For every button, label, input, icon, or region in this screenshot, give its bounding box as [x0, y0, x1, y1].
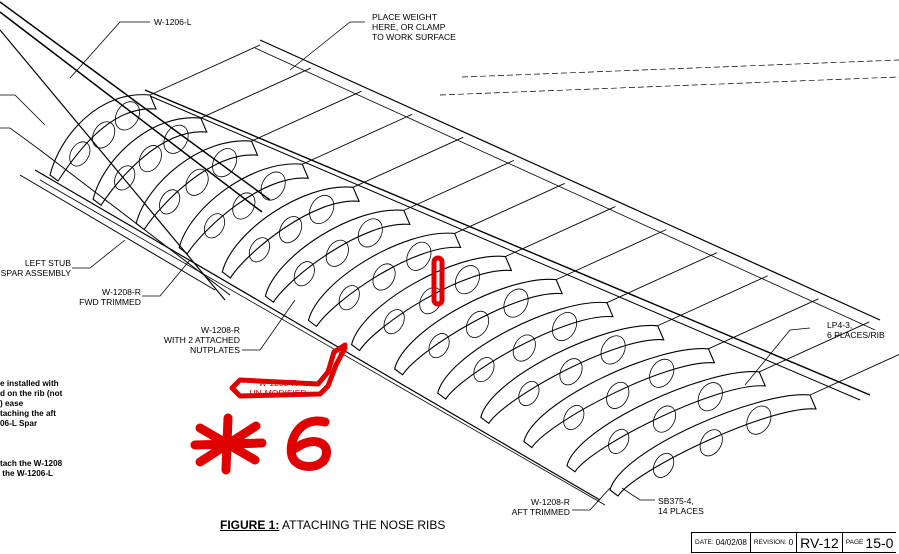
label-w1208r-unmodified: W-1208-R UN-MODIFIED: [249, 378, 307, 398]
lightening-hole: [697, 382, 723, 412]
label-place-weight: PLACE WEIGHT HERE, OR CLAMP TO WORK SURF…: [372, 12, 456, 42]
rib-aft-web: [352, 136, 464, 188]
lightening-hole: [746, 405, 772, 435]
label-w1208r-fwd: W-1208-R FWD TRIMMED: [79, 287, 141, 307]
lightening-hole: [338, 285, 360, 311]
lightening-hole: [518, 380, 540, 407]
rib-aft-web: [606, 252, 718, 304]
rib-aft-web: [809, 354, 899, 396]
lightening-hole: [159, 189, 181, 215]
model-value: RV-12: [800, 534, 839, 551]
page-value: 15-0: [865, 534, 894, 551]
rib-aft-web: [200, 67, 311, 119]
lightening-hole: [92, 121, 116, 149]
side-note-2: tach the W-1208 the W-1206-L: [0, 459, 63, 478]
lightening-hole: [503, 288, 529, 318]
lightening-hole: [114, 165, 136, 191]
nose-rib: [350, 255, 513, 352]
revision-value: 0: [788, 538, 794, 547]
nose-rib: [178, 163, 310, 255]
lightening-hole: [652, 405, 677, 433]
rib-aft-web: [403, 159, 515, 211]
lightening-hole: [279, 216, 303, 244]
lightening-hole: [372, 263, 396, 291]
lightening-hole: [473, 357, 495, 383]
revision-cell: REVISION:0: [749, 533, 797, 553]
date-cell: DATE:04/02/08: [691, 533, 750, 553]
lightening-hole: [552, 312, 578, 342]
rib-aft-web: [505, 206, 616, 257]
lightening-hole: [325, 239, 349, 267]
label-w1208r-nutplates: W-1208-R WITH 2 ATTACHED NUTPLATES: [163, 325, 240, 355]
lightening-hole: [293, 261, 315, 287]
label-w1206l: W-1206-L: [154, 17, 192, 27]
date-value: 04/02/08: [715, 538, 747, 547]
lightening-hole: [138, 145, 162, 173]
rib-aft-web: [149, 44, 261, 96]
lightening-hole: [512, 334, 536, 362]
lightening-hole: [608, 428, 630, 454]
lightening-hole: [606, 381, 630, 409]
lightening-hole: [653, 452, 675, 478]
lightening-hole: [248, 237, 270, 263]
side-note-1: e installed with d on the rib (not ) eas…: [0, 379, 63, 428]
rib-aft-web: [555, 229, 667, 281]
lightening-hole: [185, 168, 209, 196]
nose-rib: [92, 117, 208, 207]
nose-rib: [264, 209, 411, 303]
nose-rib: [480, 325, 665, 425]
lightening-hole: [699, 429, 723, 457]
nose-rib: [609, 394, 817, 497]
rib-aft-web: [759, 321, 870, 373]
figure-number: FIGURE 1:: [220, 518, 280, 532]
label-sb375: SB375-4, 14 PLACES: [658, 496, 704, 516]
lightening-hole: [232, 192, 256, 220]
lightening-hole: [428, 333, 450, 359]
lightening-hole: [383, 309, 405, 335]
lightening-hole: [454, 265, 480, 295]
lightening-hole: [114, 101, 140, 131]
lightening-hole: [649, 358, 675, 388]
nose-rib: [135, 140, 259, 231]
nose-rib: [49, 94, 157, 182]
figure-title: ATTACHING THE NOSE RIBS: [279, 518, 446, 532]
rib-aft-web: [708, 298, 819, 350]
rib-aft-web: [657, 275, 768, 327]
figure-caption: FIGURE 1: ATTACHING THE NOSE RIBS: [220, 518, 445, 532]
label-w1208r-aft: W-1208-R AFT TRIMMED: [511, 497, 570, 517]
lightening-hole: [212, 148, 238, 178]
nose-rib: [221, 186, 360, 279]
rib-aft-web: [302, 113, 413, 165]
lightening-hole: [69, 141, 91, 167]
lightening-hole: [203, 213, 226, 239]
nose-rib: [437, 301, 614, 400]
lightening-hole: [163, 124, 189, 154]
lightening-hole: [466, 310, 490, 338]
lightening-hole: [357, 218, 383, 248]
rib-aft-web: [454, 183, 565, 234]
rib-aft-web: [251, 90, 362, 142]
lightening-hole: [406, 241, 432, 271]
model-cell: RV-12: [796, 533, 842, 553]
lightening-hole: [563, 404, 585, 430]
lightening-hole: [559, 358, 583, 386]
label-left-stub: LEFT STUB SPAR ASSEMBLY: [0, 258, 71, 278]
nose-rib: [307, 232, 462, 328]
nose-rib: [393, 278, 564, 376]
nose-rib: [566, 371, 767, 473]
lightening-hole: [260, 171, 286, 201]
lightening-hole: [600, 335, 626, 365]
lightening-hole: [309, 194, 335, 224]
nose-rib: [523, 348, 716, 449]
label-lp4: LP4-3, 6 PLACES/RIB: [827, 320, 885, 340]
